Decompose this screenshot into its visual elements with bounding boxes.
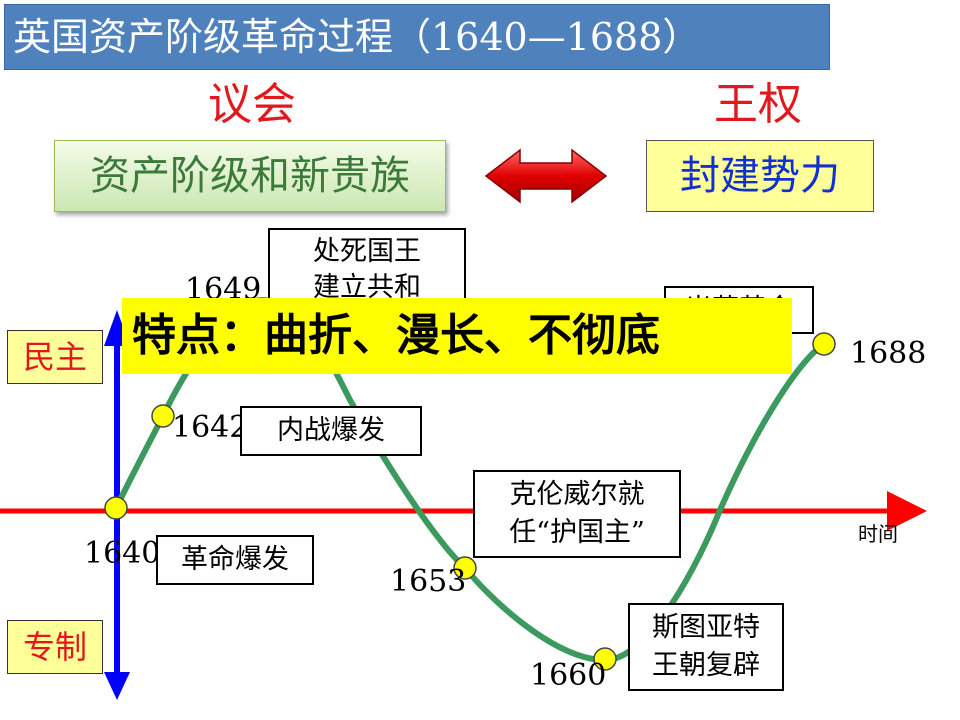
event-point-1642 (151, 404, 175, 428)
vertical-axis-bottom-arrowhead (104, 672, 130, 700)
year-1653: 1653 (390, 564, 467, 599)
event-box-1660: 斯图亚特王朝复辟 (628, 603, 784, 691)
event-point-1640 (104, 496, 128, 520)
event-box-1640: 革命爆发 (156, 535, 314, 585)
event-point-1653 (453, 556, 477, 580)
autocracy-label: 专制 (7, 620, 103, 674)
feudal-box: 封建势力 (646, 140, 874, 212)
event-box-1653: 克伦威尔就任“护国主” (473, 470, 681, 558)
page-title: 英国资产阶级革命过程（1640—1688） (4, 4, 830, 70)
democracy-label: 民主 (7, 330, 103, 384)
event-box-1649: 处死国王建立共和国 (268, 228, 466, 339)
event-point-1688 (812, 332, 836, 356)
double-arrow-icon (484, 148, 608, 204)
year-1688: 1688 (850, 336, 927, 371)
parliament-label: 议会 (208, 79, 296, 130)
year-1642: 1642 (172, 410, 249, 445)
bourgeois-box: 资产阶级和新贵族 (54, 140, 446, 212)
summary-banner: 特点：曲折、漫长、不彻底 (122, 298, 792, 374)
event-point-1660 (593, 647, 617, 671)
crown-label: 王权 (714, 79, 802, 130)
time-axis-label: 时间 (858, 522, 898, 546)
year-1640: 1640 (84, 536, 161, 571)
year-1660: 1660 (530, 658, 607, 693)
event-box-1642: 内战爆发 (240, 406, 422, 456)
